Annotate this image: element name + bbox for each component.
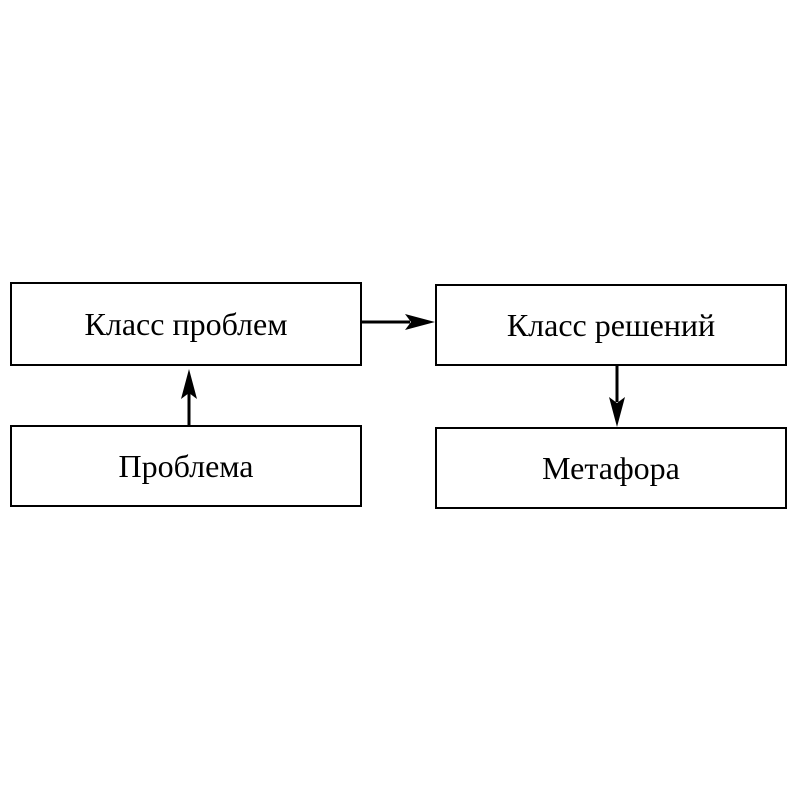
arrow-class-problems-to-class-solutions bbox=[362, 314, 435, 330]
node-metaphor-label: Метафора bbox=[542, 449, 680, 486]
node-metaphor: Метафора bbox=[435, 427, 787, 509]
arrow-class-solutions-to-metaphor bbox=[609, 366, 625, 427]
arrowhead-up-icon bbox=[181, 369, 197, 399]
arrowhead-down-icon bbox=[609, 397, 625, 427]
node-class-solutions: Класс решений bbox=[435, 284, 787, 366]
arrow-problem-to-class-problems bbox=[181, 369, 197, 425]
node-class-problems: Класс проблем bbox=[10, 282, 362, 366]
node-problem: Проблема bbox=[10, 425, 362, 507]
node-class-solutions-label: Класс решений bbox=[506, 306, 716, 343]
node-class-problems-label: Класс проблем bbox=[84, 305, 288, 342]
node-problem-label: Проблема bbox=[118, 447, 254, 484]
arrowhead-right-icon bbox=[405, 314, 435, 330]
